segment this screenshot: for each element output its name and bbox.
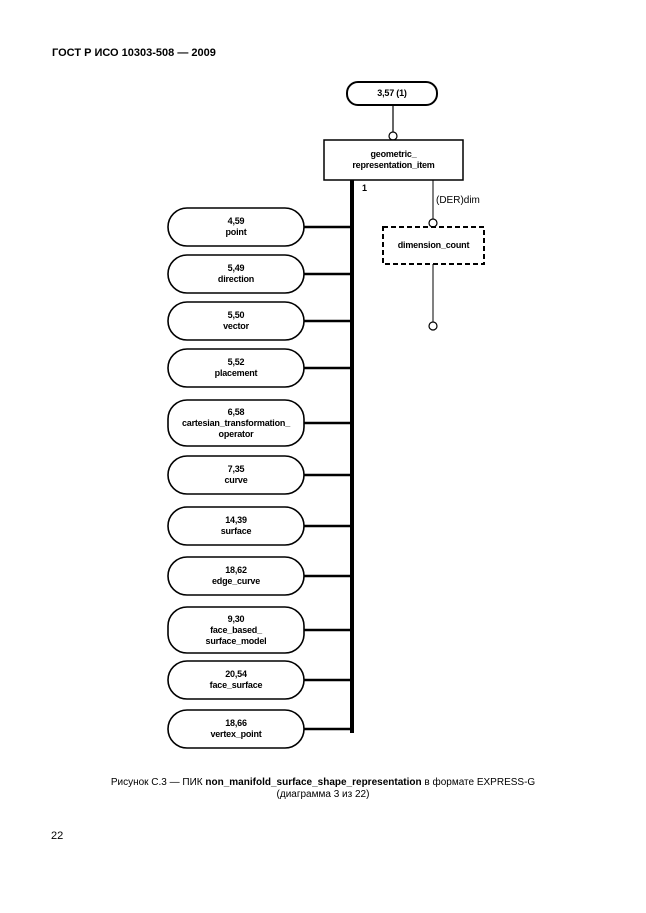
entity-line2: face_surface bbox=[209, 680, 263, 690]
entity-line2: face_based_ bbox=[210, 624, 262, 635]
supertype-box bbox=[323, 139, 464, 181]
entity-line1: 5,52 bbox=[227, 357, 245, 367]
derived-attr-label: (DER)dim bbox=[436, 195, 480, 206]
entity-line1: 9,30 bbox=[227, 613, 245, 624]
page-ref-text: 3,57 (1) bbox=[377, 88, 407, 98]
entity-line2: edge_curve bbox=[211, 576, 261, 586]
derived-type-circle bbox=[428, 321, 438, 331]
entity-line2: vertex_point bbox=[210, 729, 262, 739]
entity-line1: 4,59 bbox=[227, 216, 245, 226]
cardinality-label: 1 bbox=[362, 183, 368, 193]
page-ref-label: 3,57 (1) bbox=[347, 82, 437, 105]
supertype-label: geometric_ representation_item bbox=[324, 140, 463, 180]
supertype-line2: representation_item bbox=[352, 160, 435, 170]
entity-line3: operator bbox=[218, 428, 254, 439]
caption-suffix: в формате EXPRESS-G bbox=[421, 777, 536, 788]
entity-line1: 5,50 bbox=[227, 310, 245, 320]
entity-line2: cartesian_transformation_ bbox=[181, 417, 291, 428]
document-header: ГОСТ Р ИСО 10303-508 — 2009 bbox=[52, 47, 216, 59]
derived-type-label: dimension_count bbox=[383, 227, 484, 264]
entity-line3: surface_model bbox=[205, 635, 267, 646]
entity-line2: curve bbox=[224, 475, 248, 485]
entity-line2: point bbox=[225, 227, 247, 237]
page-ref-box bbox=[346, 81, 438, 106]
entity-line1: 20,54 bbox=[225, 669, 247, 679]
entity-line1: 5,49 bbox=[227, 263, 245, 273]
derived-type-text: dimension_count bbox=[397, 240, 470, 250]
ref-connector-circle bbox=[388, 131, 398, 141]
entity-line1: 18,62 bbox=[225, 565, 247, 575]
entity-line2: surface bbox=[220, 526, 252, 536]
entity-line1: 18,66 bbox=[225, 718, 247, 728]
caption-prefix: Рисунок С.3 — ПИК bbox=[110, 777, 206, 788]
caption-line2: (диаграмма 3 из 22) bbox=[276, 789, 370, 800]
entity-line1: 7,35 bbox=[227, 464, 245, 474]
entity-line2: placement bbox=[214, 368, 258, 378]
figure-caption: Рисунок С.3 — ПИК non_manifold_surface_s… bbox=[0, 777, 646, 801]
caption-entity: non_manifold_surface_shape_representatio… bbox=[205, 777, 422, 788]
entity-line2: vector bbox=[223, 321, 249, 331]
entity-line1: 14,39 bbox=[225, 515, 247, 525]
entity-line1: 6,58 bbox=[227, 406, 245, 417]
supertype-line1: geometric_ bbox=[370, 149, 417, 159]
derived-attr-circle bbox=[428, 218, 438, 228]
page-number: 22 bbox=[51, 830, 64, 842]
entity-line2: direction bbox=[217, 274, 255, 284]
